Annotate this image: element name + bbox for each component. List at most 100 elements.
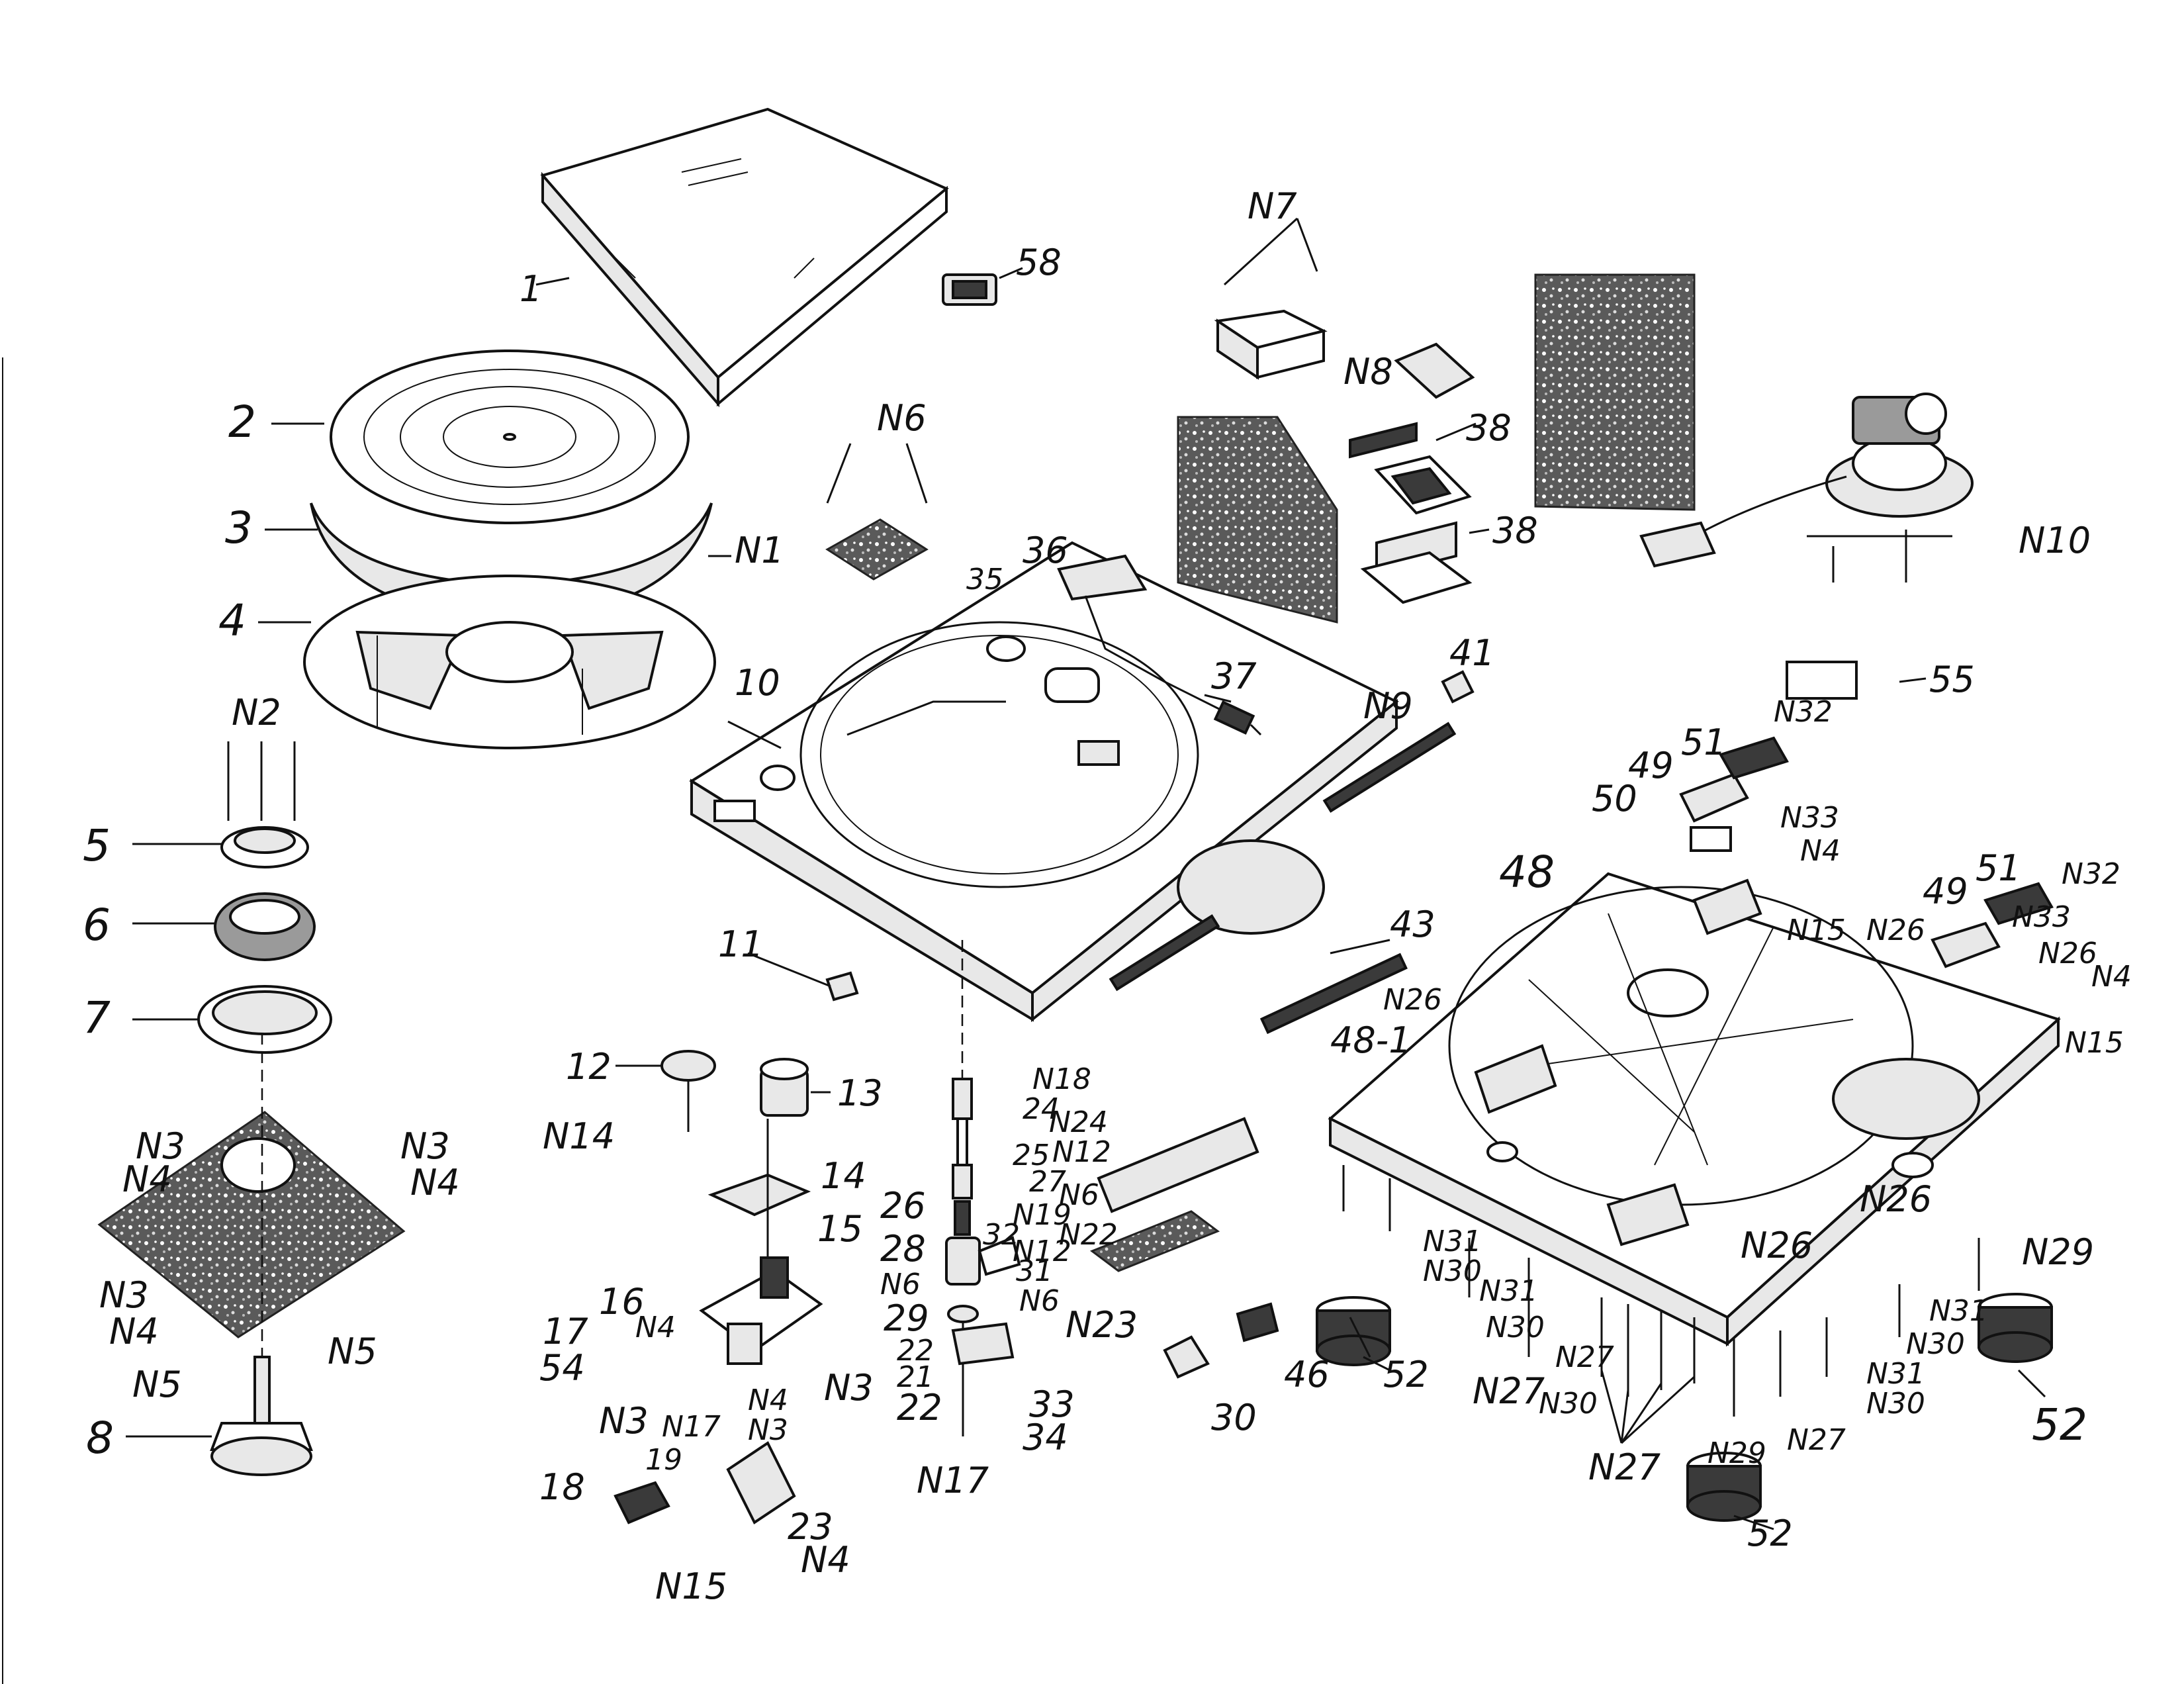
chassis-base-48 <box>1328 872 2061 1347</box>
label-n3f: N3 <box>748 1413 788 1447</box>
label-n27c: N27 <box>1588 1446 1661 1488</box>
label-p51a: 51 <box>1681 722 1727 763</box>
foot-52-left <box>1316 1296 1391 1366</box>
switch-board-part <box>825 518 929 581</box>
label-p1: 1 <box>520 268 542 310</box>
label-p54: 54 <box>539 1347 585 1389</box>
label-n14: N14 <box>543 1115 615 1157</box>
chassis-screws <box>1342 1165 1980 1417</box>
label-p38a: 38 <box>1466 407 1512 449</box>
label-n30a: N30 <box>1423 1254 1482 1288</box>
label-n4d: N4 <box>1800 834 1841 868</box>
label-n22: N22 <box>1059 1218 1118 1252</box>
label-p58: 58 <box>1016 242 1062 283</box>
label-p17: 17 <box>543 1311 588 1352</box>
foot-52-bottom <box>1686 1452 1762 1522</box>
label-n26a: N26 <box>1866 913 1925 947</box>
label-p50: 50 <box>1592 778 1637 819</box>
label-p22b: 22 <box>897 1387 942 1428</box>
ring-7-part <box>197 985 332 1054</box>
label-p35: 35 <box>966 563 1003 596</box>
label-n31d: N31 <box>1866 1357 1925 1391</box>
label-n6d: N6 <box>1019 1284 1060 1318</box>
label-n31b: N31 <box>1479 1274 1538 1308</box>
ring-6-part <box>214 892 316 961</box>
bracket-49-51-upper <box>1679 736 1789 852</box>
label-n17a: N17 <box>662 1410 721 1444</box>
label-p49b: 49 <box>1923 870 1968 912</box>
plate-14 <box>707 1173 811 1217</box>
label-p8: 8 <box>86 1413 114 1464</box>
label-n8: N8 <box>1343 351 1393 393</box>
ring-5-part <box>220 826 309 868</box>
transformer-38-lower <box>1360 455 1473 604</box>
label-n4e: N4 <box>2091 960 2132 994</box>
label-p29: 29 <box>884 1297 929 1339</box>
label-n27a: N27 <box>1555 1340 1614 1374</box>
label-p30: 30 <box>1211 1397 1257 1438</box>
connector-strip <box>1089 1117 1259 1272</box>
label-p23: 23 <box>788 1506 833 1548</box>
label-p28: 28 <box>880 1228 926 1270</box>
label-n5b: N5 <box>328 1331 377 1372</box>
label-p38b: 38 <box>1492 510 1538 551</box>
label-p48_1: 48-1 <box>1330 1019 1412 1061</box>
label-p52c: 52 <box>2032 1399 2087 1450</box>
spindle-shaft-24-26 <box>952 940 973 1236</box>
label-n12a: N12 <box>1052 1135 1111 1169</box>
label-p15: 15 <box>817 1208 863 1250</box>
label-n24: N24 <box>1049 1105 1108 1139</box>
label-n4g: N4 <box>748 1383 788 1417</box>
cord-bracket-part <box>1057 554 1262 736</box>
label-p3: 3 <box>225 502 253 553</box>
label-n3c: N3 <box>99 1274 149 1316</box>
label-n26e: N26 <box>1741 1225 1813 1266</box>
label-p41: 41 <box>1449 632 1495 674</box>
label-n4a: N4 <box>122 1158 172 1200</box>
switch-18 <box>614 1481 670 1524</box>
board-23 <box>726 1441 796 1524</box>
label-p6: 6 <box>83 900 111 951</box>
arm-28-31 <box>945 1236 1021 1436</box>
dust-cover-part <box>540 107 949 408</box>
platter-mat-part <box>330 350 690 524</box>
label-n26c: N26 <box>1383 983 1442 1017</box>
part-41 <box>1441 670 1475 704</box>
label-n4b: N4 <box>410 1162 460 1203</box>
label-n3e: N3 <box>599 1400 649 1442</box>
label-p49a: 49 <box>1628 745 1674 786</box>
label-n3b: N3 <box>400 1125 450 1167</box>
label-n30c: N30 <box>1539 1387 1598 1421</box>
label-p25: 25 <box>1013 1139 1050 1172</box>
label-n31a: N31 <box>1423 1225 1482 1258</box>
label-n6b: N6 <box>1059 1178 1099 1212</box>
part-labels: 1 58 2 3 4 N1 N2 5 6 7 N3 N4 N3 N4 N3 N4… <box>83 185 2132 1607</box>
clip-30 <box>1163 1335 1210 1379</box>
part-11 <box>825 971 859 1002</box>
label-n26b: N26 <box>2038 937 2097 970</box>
label-n15c: N15 <box>655 1566 727 1607</box>
tonearm-assembly <box>1639 393 1974 583</box>
label-n33a: N33 <box>1780 801 1839 835</box>
label-p19: 19 <box>645 1443 682 1477</box>
label-n4f: N4 <box>635 1311 676 1344</box>
label-p12: 12 <box>566 1046 612 1088</box>
cue-strip-43 <box>1259 953 1408 1035</box>
label-p52b: 52 <box>1747 1513 1793 1554</box>
label-n9: N9 <box>1363 685 1413 727</box>
screw-n2-group <box>227 741 296 821</box>
hinge-part <box>942 273 997 306</box>
label-n29b: N29 <box>2022 1231 2094 1273</box>
clip-46 <box>1236 1302 1279 1342</box>
label-n32b: N32 <box>2062 857 2120 891</box>
label-n1: N1 <box>735 530 784 571</box>
label-p52a: 52 <box>1383 1354 1429 1395</box>
label-n3a: N3 <box>136 1125 185 1167</box>
platter-underside-part <box>303 575 716 749</box>
label-n7: N7 <box>1248 185 1297 227</box>
bracket-n7-part <box>1214 309 1328 380</box>
label-p55: 55 <box>1929 659 1975 700</box>
leader-lines <box>126 217 2046 1530</box>
label-n29a: N29 <box>1707 1436 1766 1470</box>
